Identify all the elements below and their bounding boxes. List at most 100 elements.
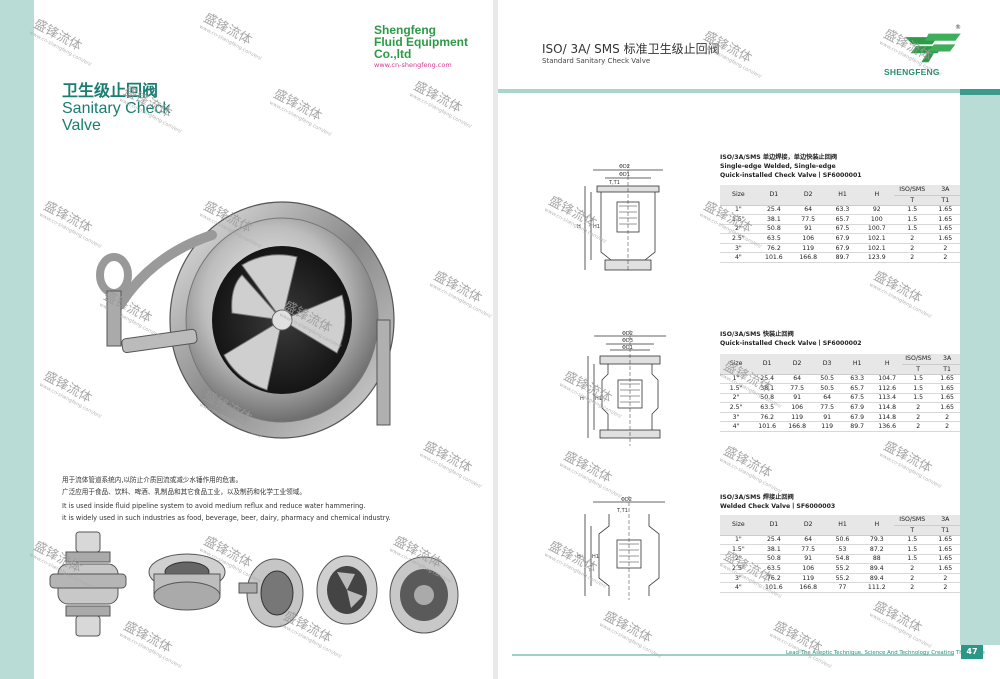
company-name-line1: Shengfeng <box>374 23 436 37</box>
table-cell: 2 <box>893 252 931 264</box>
registered-mark: ® <box>955 24 961 31</box>
table-cell: 1.5 <box>902 374 935 385</box>
drawing2-h1-label: H1 <box>595 396 602 402</box>
table-cell: 63.3 <box>825 205 860 216</box>
table-cell: 67.5 <box>842 393 873 404</box>
table-cell: 2 <box>930 243 960 254</box>
table-cell: 2 <box>893 243 931 254</box>
table-cell: 1.5" <box>720 214 757 225</box>
table-cell: 2 <box>934 421 960 433</box>
table-cell: 1.65 <box>930 224 960 235</box>
table-cell: 1.5 <box>893 535 931 546</box>
table-cell: 102.1 <box>859 243 894 254</box>
footer-rule <box>512 654 954 656</box>
table-cell: 1.65 <box>930 554 960 565</box>
page-number: 47 <box>961 645 983 659</box>
table-cell: 50.8 <box>756 554 792 565</box>
table-header-cell: Size <box>720 515 757 536</box>
table-cell: 67.9 <box>842 402 873 413</box>
table-cell: 100 <box>859 214 894 225</box>
table-cell: 1.65 <box>930 233 960 244</box>
table-cell: 50.6 <box>825 535 860 546</box>
table-cell: 101.6 <box>752 421 783 433</box>
thumb-open-valve <box>316 555 378 625</box>
table-header-cell: Size <box>720 354 753 375</box>
table-cell: 1.5 <box>893 554 931 565</box>
company-name-line2: Fluid Equipment <box>374 35 468 49</box>
drawing-sf6000001: ΦD2 ΦD1 T,T1 H H1 <box>577 164 663 272</box>
page-title-en: Sanitary Check Valve <box>62 100 171 134</box>
table-cell: 101.6 <box>756 252 792 264</box>
drawing3-h1-label: H1 <box>592 554 599 560</box>
section1-heading-cn: ISO/3A/SMS 单边焊接，单边快装止回阀 <box>720 154 838 161</box>
table-cell: 63.5 <box>752 402 783 413</box>
table-cell: 136.6 <box>872 421 903 433</box>
table-cell: 38.1 <box>752 383 783 394</box>
shengfeng-logo-icon <box>905 33 961 63</box>
table-cell: 2" <box>720 393 753 404</box>
table-cell: 1.65 <box>934 393 960 404</box>
section2-heading-en: Quick-installed Check Valve丨SF6000002 <box>720 340 862 347</box>
table-cell: 76.2 <box>756 573 792 584</box>
table-cell: 1.5 <box>893 224 931 235</box>
section3-heading: ISO/3A/SMS 焊接止回阀 Welded Check Valve丨SF60… <box>720 493 835 511</box>
table-cell: 55.2 <box>825 563 860 574</box>
table-cell: 2 <box>934 412 960 423</box>
table-cell: 2 <box>902 402 935 413</box>
table-cell: 89.7 <box>842 421 873 433</box>
table-cell: 111.2 <box>859 582 894 594</box>
table-cell: 119 <box>791 243 826 254</box>
table-cell: 53 <box>825 544 860 555</box>
desc-cn-line1: 用于流体管道系统内,以防止介质回流或减少水锤作用的危害。 <box>62 476 243 484</box>
table-cell: 1" <box>720 374 753 385</box>
table-cell: 50.8 <box>752 393 783 404</box>
table-cell: 119 <box>812 421 843 433</box>
table-cell: 38.1 <box>756 214 792 225</box>
table-cell: 87.2 <box>859 544 894 555</box>
table-header-cell: D3 <box>812 354 843 375</box>
table-cell: 67.5 <box>825 224 860 235</box>
table-cell: 112.6 <box>872 383 903 394</box>
table-cell: 2 <box>930 252 960 264</box>
table-cell: 4" <box>720 582 757 594</box>
table-cell: 1.65 <box>934 402 960 413</box>
table-cell: 1.65 <box>934 374 960 385</box>
left-color-strip <box>0 0 34 679</box>
table-header-cell: 3A <box>930 515 960 526</box>
product-description: 用于流体管道系统内,以防止介质回流或减少水锤作用的危害。 广泛应用于食品、饮料、… <box>62 474 442 524</box>
desc-en-line1: It is used inside fluid pipeline system … <box>62 502 366 510</box>
table-cell: 1.65 <box>934 383 960 394</box>
drawing1-h-label: H <box>577 224 581 230</box>
table-header-cell: ISO/SMS <box>893 185 931 196</box>
company-url[interactable]: www.cn-shengfeng.com <box>374 61 452 69</box>
thumb-flanged-valve <box>389 556 459 634</box>
table-cell: 1.65 <box>930 544 960 555</box>
footer-slogan: Lead The Aseptic Technique, Science And … <box>786 650 985 656</box>
table-header-cell: H <box>859 185 894 206</box>
section3-heading-en: Welded Check Valve丨SF6000003 <box>720 503 836 510</box>
table-cell: 76.2 <box>752 412 783 423</box>
table-cell: 2.5" <box>720 402 753 413</box>
table-cell: 64 <box>791 535 826 546</box>
table-cell: 2.5" <box>720 563 757 574</box>
table-cell: 67.9 <box>842 412 873 423</box>
table-cell: 1.65 <box>930 214 960 225</box>
table-header-cell: D2 <box>791 185 826 206</box>
page-gutter <box>493 0 498 679</box>
section2-heading-cn: ISO/3A/SMS 快装止回阀 <box>720 331 794 338</box>
table-cell: 1.5 <box>893 205 931 216</box>
right-page-title: ISO/ 3A/ SMS 标准卫生级止回阀 <box>542 42 720 56</box>
table-cell: 65.7 <box>842 383 873 394</box>
